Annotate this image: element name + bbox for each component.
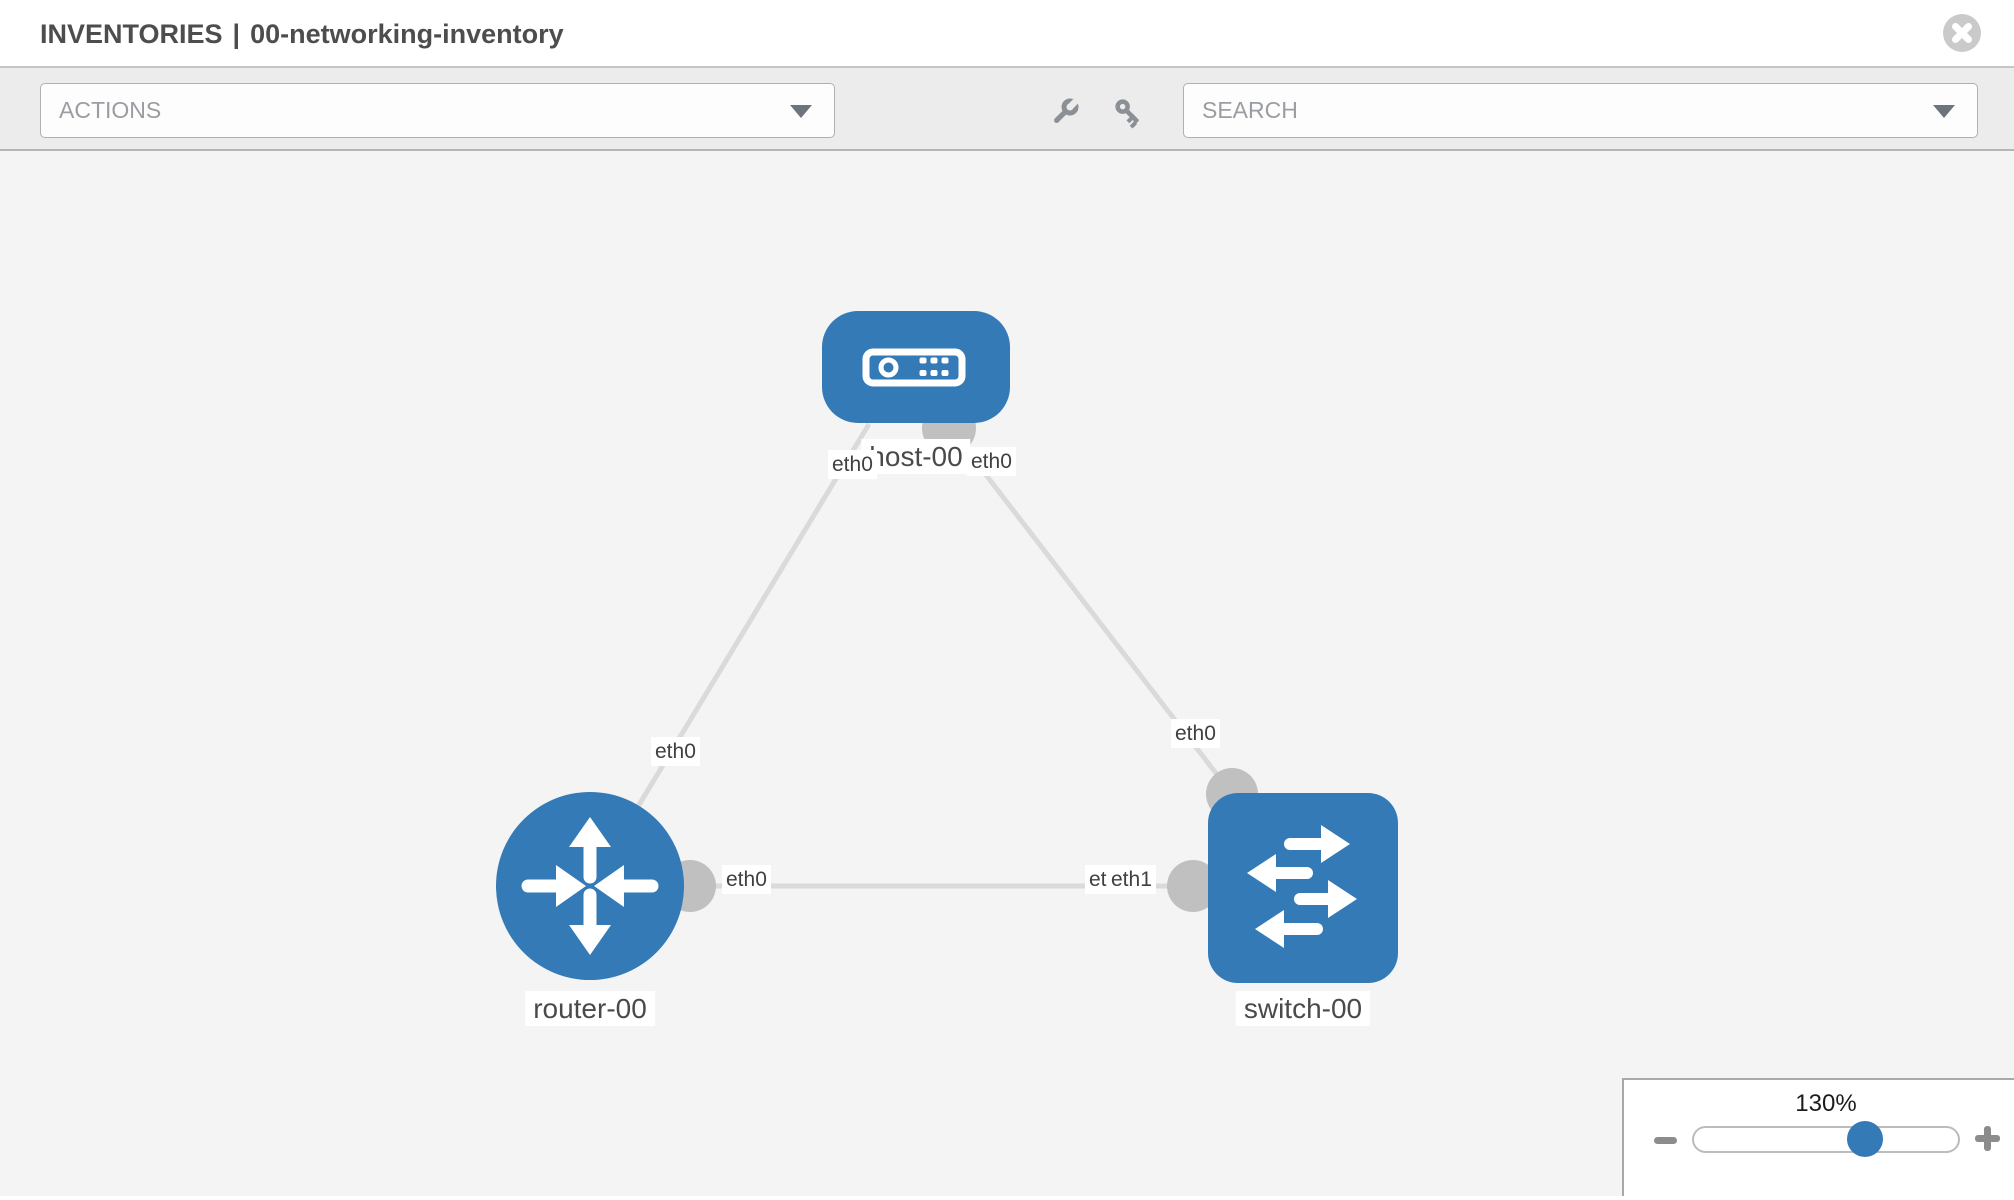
credentials-button[interactable] xyxy=(1111,95,1147,131)
interface-label-host-eth0-left: eth0 xyxy=(828,450,877,479)
close-icon xyxy=(1943,23,1981,56)
interface-label-router-eth0-link: eth0 xyxy=(722,865,771,894)
breadcrumb-separator: | xyxy=(232,19,241,49)
node-router[interactable] xyxy=(496,792,684,980)
interface-label-router-eth0-up: eth0 xyxy=(651,737,700,766)
node-switch[interactable] xyxy=(1208,793,1398,983)
switch-icon xyxy=(1247,825,1357,948)
actions-dropdown[interactable]: ACTIONS xyxy=(40,83,835,138)
node-label-host: host-00 xyxy=(861,439,971,474)
search-dropdown[interactable]: SEARCH xyxy=(1183,83,1978,138)
topology-canvas[interactable]: host-00 router-00 switch-00 eth0 eth0 et… xyxy=(0,151,2014,1196)
interface-label-switch-eth1: eth1 xyxy=(1107,865,1156,894)
zoom-out-icon[interactable] xyxy=(1654,1137,1677,1144)
search-dropdown-value: SEARCH xyxy=(1202,97,1298,123)
node-label-switch: switch-00 xyxy=(1235,991,1371,1026)
toolbar: ACTIONS S xyxy=(0,68,2014,151)
tools-button[interactable] xyxy=(1046,95,1082,131)
router-icon xyxy=(521,817,659,955)
interface-label-host-eth0-right: eth0 xyxy=(967,447,1016,476)
caret-down-icon xyxy=(1933,105,1955,118)
inventory-name: 00-networking-inventory xyxy=(250,19,564,49)
interface-label-switch-eth0-up: eth0 xyxy=(1171,719,1220,748)
page-title: INVENTORIES | 00-networking-inventory xyxy=(40,0,564,68)
header: INVENTORIES | 00-networking-inventory xyxy=(0,0,2014,68)
node-host[interactable] xyxy=(822,311,1010,423)
zoom-slider-track[interactable] xyxy=(1692,1126,1960,1153)
actions-dropdown-value: ACTIONS xyxy=(59,97,162,123)
zoom-panel: 130% xyxy=(1622,1078,2014,1196)
zoom-in-icon[interactable] xyxy=(1975,1126,2000,1151)
node-label-router: router-00 xyxy=(525,991,655,1026)
caret-down-icon xyxy=(790,105,812,118)
key-icon xyxy=(1111,99,1147,134)
zoom-slider-handle[interactable] xyxy=(1847,1121,1883,1157)
wrench-icon xyxy=(1046,98,1082,134)
close-button[interactable] xyxy=(1943,14,1981,52)
breadcrumb-inventories[interactable]: INVENTORIES xyxy=(40,19,223,49)
topology-graph xyxy=(496,311,1398,983)
host-icon xyxy=(862,348,966,387)
port-switch-eth1 xyxy=(1167,860,1219,912)
zoom-level-value: 130% xyxy=(1795,1090,1857,1117)
